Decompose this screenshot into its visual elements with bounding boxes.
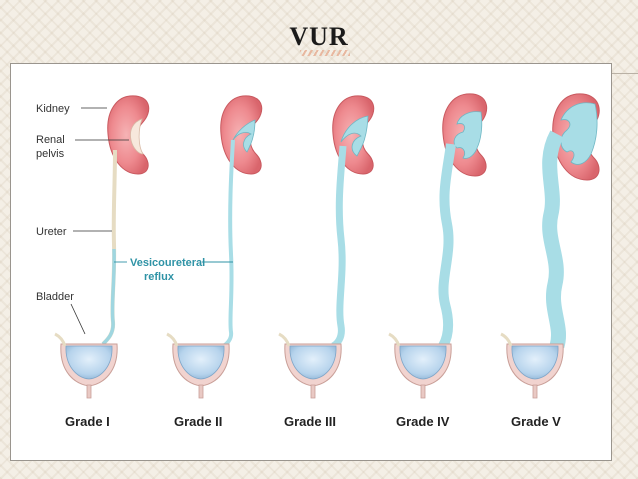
grade-2-illustration [166,95,263,399]
renal-pelvis-label-2: pelvis [36,148,65,160]
kidney-grade-2 [220,95,263,175]
urethra-grade-4 [420,384,426,399]
reflux-grade-4 [438,143,456,349]
bladder-leader [70,303,86,335]
urethra-grade-2 [198,384,204,399]
title-ornament [300,50,350,56]
bladder-grade-5 [511,345,559,380]
urethra-grade-3 [310,384,316,399]
grade-label-5: Grade V [511,414,561,429]
decorative-line [612,73,638,74]
ureter-stub-grade-3 [278,332,291,347]
reflux-grade-5 [542,130,566,349]
grade-label-1: Grade I [65,414,110,429]
ureter-stub-grade-1 [54,332,67,347]
grade-3-illustration [278,95,375,399]
bladder-grade-2 [177,345,225,380]
renal-pelvis-grade-1 [130,118,144,155]
reflux-label-2: reflux [144,271,175,283]
renal-pelvis-grade-3 [340,115,369,157]
bladder-grade-3 [289,345,337,380]
renal-pelvis-label-1: Renal [36,134,65,146]
bladder-grade-4 [399,345,447,380]
slide-title: VUR [289,22,349,51]
ureter-stub-grade-5 [500,332,513,347]
renal-pelvis-grade-5 [560,102,598,165]
urethra-grade-1 [86,384,92,399]
grade-label-4: Grade IV [396,414,450,429]
diagram-panel: Kidney Renal pelvis Ureter Vesicouretera… [10,63,612,461]
ureter-label: Ureter [36,226,67,238]
grade-label-3: Grade III [284,414,336,429]
vur-grades-diagram: Kidney Renal pelvis Ureter Vesicouretera… [36,93,600,429]
urethra-grade-5 [532,384,538,399]
kidney-grade-1 [107,95,150,175]
ureter-stub-grade-2 [166,332,179,347]
reflux-label-1: Vesicoureteral [130,257,205,269]
bladder-grade-1 [65,345,113,380]
leader-lines [70,107,129,335]
bladder-label: Bladder [36,291,74,303]
renal-pelvis-grade-2 [232,119,256,153]
reflux-grade-3 [331,145,347,350]
grade-label-2: Grade II [174,414,222,429]
kidney-label: Kidney [36,103,70,115]
ureter-stub-grade-4 [388,332,401,347]
grade-5-illustration [500,93,600,399]
reflux-grade-2 [222,139,235,348]
renal-pelvis-grade-4 [453,111,483,159]
reflux-grade-1 [101,248,116,346]
grade-1-illustration [54,95,150,399]
grade-4-illustration [388,93,488,399]
